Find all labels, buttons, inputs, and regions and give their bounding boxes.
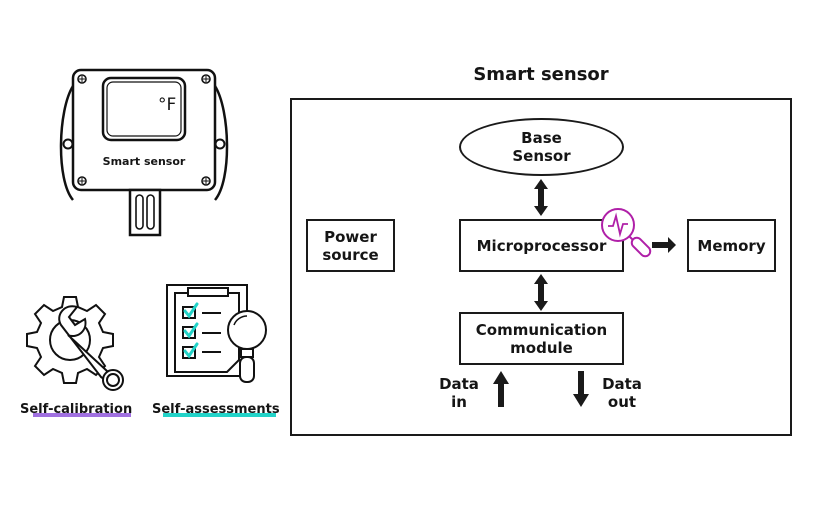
self-assessments-label: Self-assessments [152,402,280,417]
self-calibration-underline [33,413,131,417]
node-communication-module: Communication module [459,312,624,365]
device-label: Smart sensor [102,155,186,168]
device-display-unit: °F [158,95,177,115]
device-right-lug [213,85,229,201]
smart-sensor-boundary [290,98,792,436]
device-left-lug [59,85,75,201]
gear-wrench-icon [26,296,124,391]
device-body [71,68,217,192]
node-memory: Memory [687,219,776,272]
label-data-out: Data out [602,375,642,411]
node-base-sensor: Base Sensor [459,118,624,176]
diagram-title: Smart sensor [473,64,609,85]
node-power-source: Power source [306,219,395,272]
self-assessments-underline [163,413,276,417]
checklist-magnifier-icon [166,284,267,383]
self-calibration-label: Self-calibration [20,402,133,417]
label-data-in: Data in [439,375,479,411]
device-probe [128,188,162,237]
node-microprocessor: Microprocessor [459,219,624,272]
